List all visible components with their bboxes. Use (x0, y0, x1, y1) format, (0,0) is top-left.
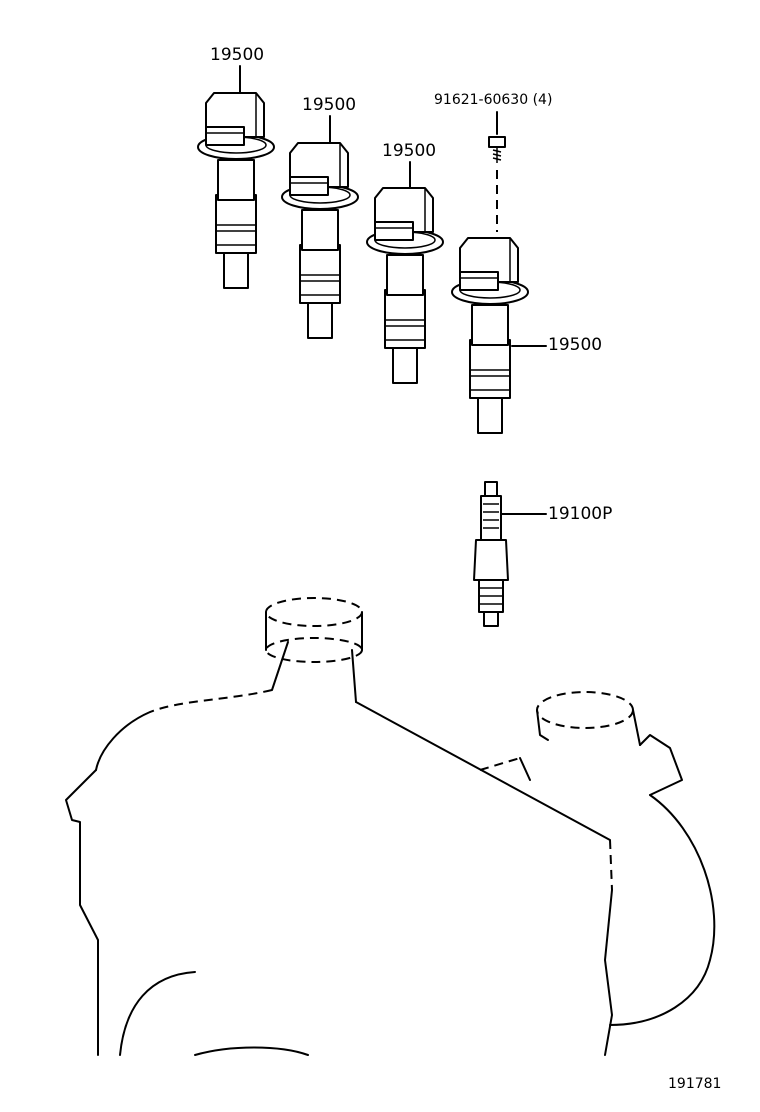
coil-3-part-number: 19500 (382, 141, 437, 161)
ignition-coil-1 (197, 92, 275, 289)
coil-2-part-number: 19500 (302, 95, 357, 115)
spark-plug-part-number: 19100P (548, 504, 613, 524)
ignition-coil-2 (281, 142, 359, 339)
engine-outline (65, 597, 716, 1056)
coil-1-part-number: 19500 (210, 45, 265, 65)
coil-4-part-number: 19500 (548, 335, 603, 355)
bolt (488, 136, 506, 232)
leader-lines (239, 65, 547, 515)
figure-number: 191781 (668, 1076, 722, 1092)
bolt-part-number: 91621-60630 (4) (434, 92, 553, 108)
spark-plug (473, 481, 509, 627)
ignition-coil-3 (366, 187, 444, 384)
ignition-coil-4 (451, 237, 529, 434)
